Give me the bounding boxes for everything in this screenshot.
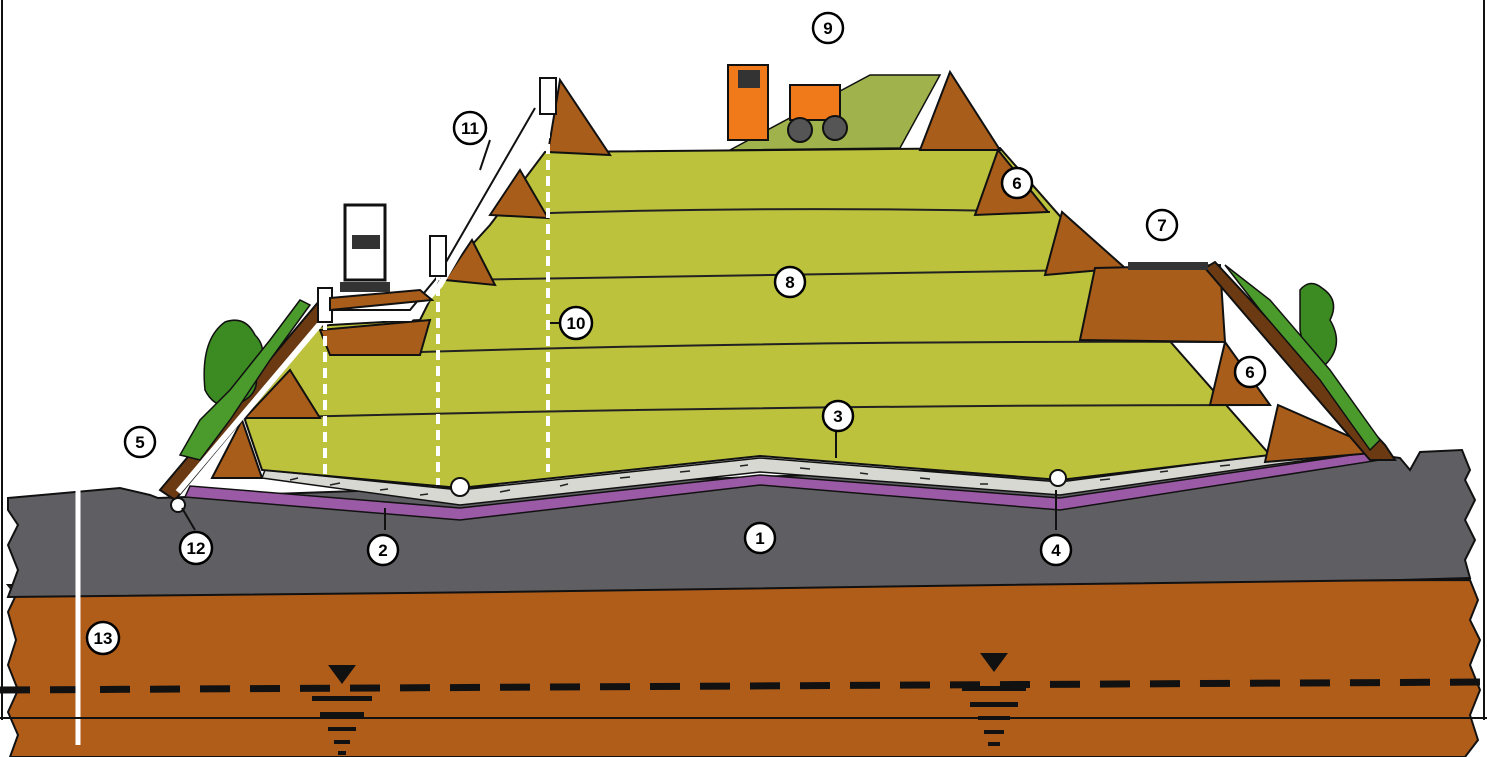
access-road bbox=[329, 288, 435, 312]
callout-5: 5 bbox=[123, 425, 157, 459]
svg-text:6: 6 bbox=[1245, 363, 1254, 382]
svg-text:4: 4 bbox=[1051, 541, 1061, 560]
svg-text:9: 9 bbox=[823, 19, 832, 38]
callout-9: 9 bbox=[811, 11, 845, 45]
right-access-road bbox=[1128, 262, 1208, 270]
callout-3: 3 bbox=[821, 399, 855, 433]
svg-text:2: 2 bbox=[378, 541, 387, 560]
svg-text:3: 3 bbox=[833, 407, 842, 426]
svg-text:6: 6 bbox=[1012, 174, 1021, 193]
water-table-symbol bbox=[312, 665, 372, 755]
lower-soil-layer bbox=[5, 578, 1482, 757]
callout-7: 7 bbox=[1145, 208, 1179, 242]
gas-wells bbox=[323, 112, 550, 485]
callout-1: 1 bbox=[743, 521, 777, 555]
callout-leaders bbox=[181, 139, 1057, 531]
truck-icon bbox=[340, 203, 390, 292]
callout-6b: 6 bbox=[1233, 355, 1267, 389]
svg-text:11: 11 bbox=[461, 119, 479, 138]
svg-text:10: 10 bbox=[567, 314, 586, 333]
compactor-icon bbox=[787, 84, 848, 143]
svg-text:1: 1 bbox=[755, 529, 764, 548]
callout-13: 13 bbox=[85, 620, 121, 656]
callout-12: 12 bbox=[178, 530, 214, 566]
callout-4: 4 bbox=[1039, 533, 1073, 567]
wellhead-caps bbox=[317, 77, 557, 323]
dump-truck-icon bbox=[727, 64, 769, 141]
svg-text:13: 13 bbox=[94, 629, 113, 648]
gravel-speckle bbox=[289, 453, 1349, 496]
waste-lift-lines bbox=[249, 208, 1271, 419]
callout-8: 8 bbox=[773, 265, 807, 299]
callout-10: 10 bbox=[558, 305, 594, 341]
callout-2: 2 bbox=[366, 533, 400, 567]
gas-collection-header-pipe bbox=[175, 110, 543, 494]
svg-text:8: 8 bbox=[785, 273, 794, 292]
svg-text:12: 12 bbox=[187, 539, 206, 558]
callout-11: 11 bbox=[452, 110, 488, 146]
callout-6a: 6 bbox=[1000, 166, 1034, 200]
svg-text:7: 7 bbox=[1157, 216, 1166, 235]
svg-text:5: 5 bbox=[135, 433, 144, 452]
vegetation bbox=[178, 264, 1381, 461]
